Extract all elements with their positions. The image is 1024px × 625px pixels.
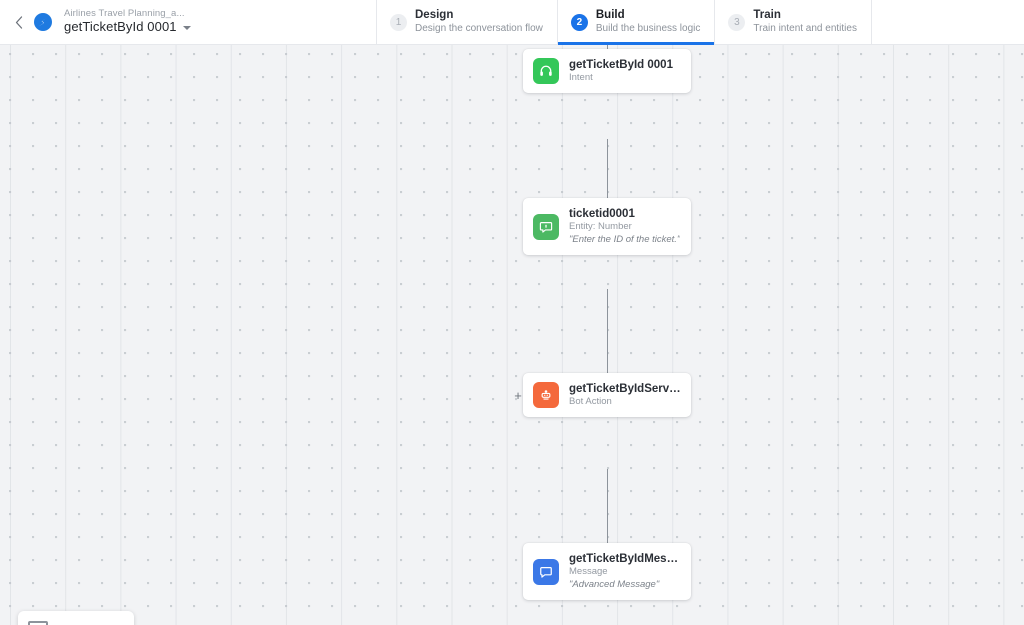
flow-node-body: ticketid0001 Entity: Number "Enter the I… bbox=[569, 207, 680, 246]
flow-node-body: getTicketById 0001 Intent bbox=[569, 58, 673, 84]
flow-node-bot-action[interactable]: + getTicketByIdServi... Bot Action bbox=[514, 373, 691, 418]
canvas-toolbar[interactable] bbox=[18, 611, 134, 625]
step-train-text: Train Train intent and entities bbox=[753, 9, 857, 36]
step-design-title: Design bbox=[415, 8, 454, 21]
document-title-row[interactable]: getTicketById 0001 bbox=[64, 20, 191, 35]
step-build-text: Build Build the business logic bbox=[596, 9, 701, 36]
flow-node-subtitle: Message bbox=[569, 566, 608, 578]
step-build[interactable]: 2 Build Build the business logic bbox=[556, 0, 715, 45]
header-title-block: Airlines Travel Planning_a... getTicketB… bbox=[64, 7, 191, 36]
page-title: getTicketById 0001 bbox=[64, 19, 177, 35]
flow-node-body: getTicketByIdServi... Bot Action bbox=[569, 382, 681, 408]
entity-prompt-icon bbox=[533, 213, 559, 240]
brand-logo-icon[interactable] bbox=[34, 13, 52, 31]
header-left-section: Airlines Travel Planning_a... getTicketB… bbox=[0, 0, 376, 44]
breadcrumb: Airlines Travel Planning_a... bbox=[64, 7, 185, 19]
plus-icon[interactable]: + bbox=[514, 387, 522, 403]
flow-node-intent[interactable]: getTicketById 0001 Intent bbox=[523, 49, 691, 94]
flow-node-title: getTicketByIdMess... bbox=[569, 553, 681, 565]
step-train-number: 3 bbox=[728, 13, 746, 31]
step-train[interactable]: 3 Train Train intent and entities bbox=[714, 0, 872, 44]
chevron-down-icon[interactable] bbox=[182, 25, 191, 30]
step-design-text: Design Design the conversation flow bbox=[415, 9, 543, 36]
flow-node-entity[interactable]: ticketid0001 Entity: Number "Enter the I… bbox=[523, 198, 691, 256]
fit-screen-icon[interactable] bbox=[28, 620, 48, 625]
bot-action-icon bbox=[533, 382, 559, 409]
flow-node-quote: "Enter the ID of the ticket." bbox=[569, 234, 681, 246]
headphones-icon bbox=[533, 58, 559, 85]
flow-node-subtitle: Entity: Number bbox=[569, 221, 632, 233]
flow-canvas[interactable]: getTicketById 0001 Intent ticketid0001 E… bbox=[0, 44, 1024, 625]
step-design-subtitle: Design the conversation flow bbox=[415, 23, 543, 35]
flow-node-quote: "Advanced Message" bbox=[569, 579, 660, 591]
chevron-left-icon bbox=[15, 15, 23, 29]
flow-node-title: getTicketByIdServi... bbox=[569, 383, 681, 395]
back-button[interactable] bbox=[8, 0, 30, 44]
app-header: Airlines Travel Planning_a... getTicketB… bbox=[0, 0, 1024, 45]
step-design[interactable]: 1 Design Design the conversation flow bbox=[376, 0, 557, 44]
step-build-title: Build bbox=[595, 8, 625, 21]
step-train-subtitle: Train intent and entities bbox=[753, 23, 857, 35]
workflow-stepper: 1 Design Design the conversation flow 2 … bbox=[376, 0, 872, 45]
message-bubble-icon bbox=[533, 558, 559, 585]
flow-node-title: ticketid0001 bbox=[569, 208, 635, 220]
flow-node-title: getTicketById 0001 bbox=[569, 59, 673, 71]
flow-node-subtitle: Bot Action bbox=[569, 396, 612, 408]
step-build-number: 2 bbox=[570, 13, 588, 31]
step-build-subtitle: Build the business logic bbox=[595, 23, 701, 35]
flow-node-body: getTicketByIdMess... Message "Advanced M… bbox=[569, 552, 681, 591]
flow-node-subtitle: Intent bbox=[569, 72, 593, 84]
step-design-number: 1 bbox=[390, 13, 407, 31]
step-train-title: Train bbox=[753, 8, 781, 21]
flow-node-message[interactable]: getTicketByIdMess... Message "Advanced M… bbox=[523, 543, 691, 601]
